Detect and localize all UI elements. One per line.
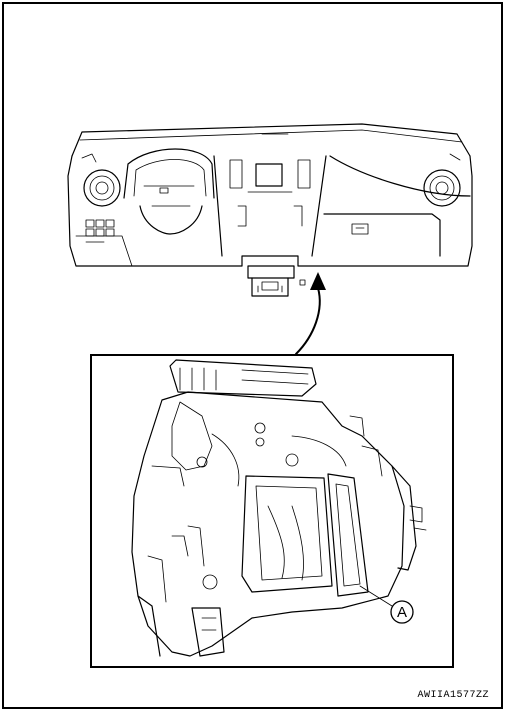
heater-unit-inset: A bbox=[90, 354, 454, 668]
instrument-panel-drawing bbox=[67, 123, 473, 297]
pointer-arrow bbox=[295, 272, 326, 355]
callout-a-label: A bbox=[397, 604, 407, 621]
callout-circle bbox=[390, 600, 414, 624]
figure-id: AWIIA1577ZZ bbox=[417, 690, 489, 701]
heater-unit-drawing: A bbox=[131, 359, 427, 657]
arrow-head-icon bbox=[310, 272, 326, 290]
instrument-panel-illustration bbox=[62, 116, 482, 312]
figure-frame: A AWIIA1577ZZ bbox=[2, 2, 503, 709]
